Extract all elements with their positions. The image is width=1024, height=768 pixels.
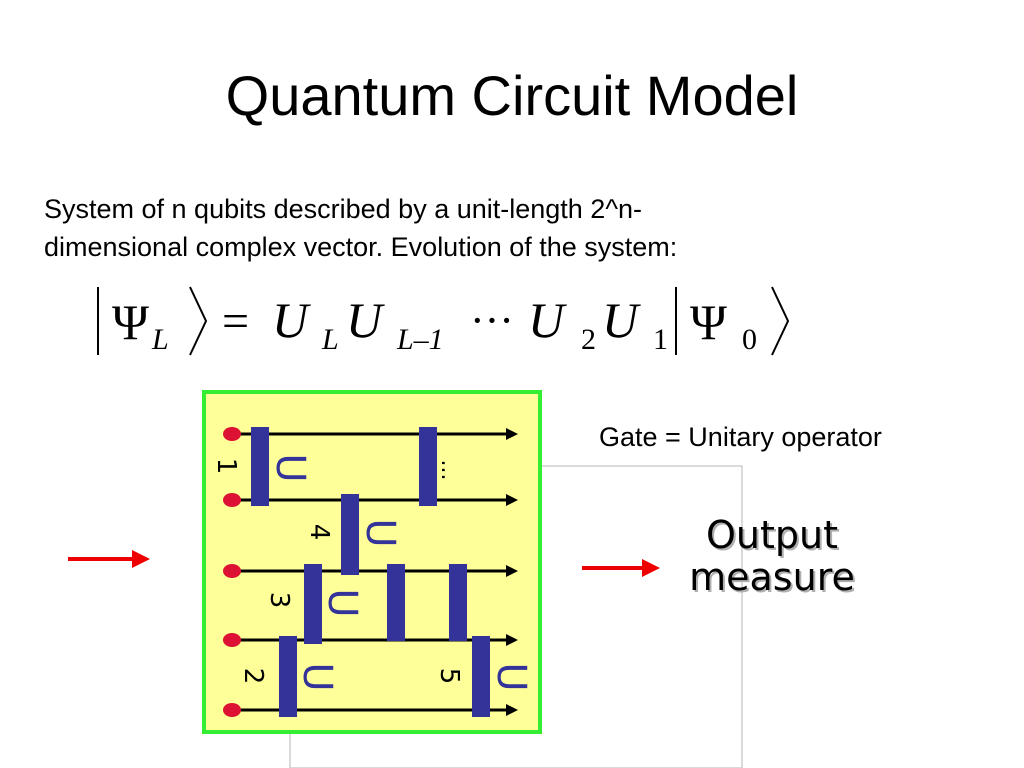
wire-arrowhead-icon: [506, 704, 518, 716]
qubit-dot: [223, 633, 241, 647]
wire-arrowhead-icon: [506, 634, 518, 646]
wire-arrowhead-icon: [506, 494, 518, 506]
gate-symbol-u3: U: [319, 588, 365, 617]
qubit-dot: [223, 703, 241, 717]
psi-0-symbol: Ψ: [690, 294, 727, 350]
continuation-mark: ...: [436, 460, 461, 481]
qubit-dot: [223, 493, 241, 507]
ket-angle-right: [771, 286, 790, 356]
ket-angle-left: [189, 286, 208, 356]
gate-symbol-u2: U: [294, 662, 340, 691]
operator-symbol: U: [346, 292, 385, 348]
gate-symbol-u5: U: [488, 662, 534, 691]
gate-u2: [279, 636, 297, 717]
psi-l-subscript: L: [151, 323, 169, 356]
gate-extra-b: [449, 564, 467, 641]
operator-symbol: U: [528, 292, 567, 348]
wire-arrowhead-icon: [506, 428, 518, 440]
ellipsis: ···: [470, 296, 514, 345]
operator-subscript: L–1: [396, 323, 444, 356]
output-measure-label: Output measure: [672, 514, 872, 598]
gate-number-2: 2: [238, 668, 268, 685]
gate-u5: [472, 636, 490, 717]
wire-arrowhead-icon: [506, 565, 518, 577]
psi-l-symbol: Ψ: [112, 294, 149, 350]
operator-symbol: U: [602, 292, 641, 348]
slide-title: Quantum Circuit Model: [225, 64, 799, 127]
operator-subscript: 1: [653, 323, 668, 356]
gate-definition-label: Gate = Unitary operator: [599, 422, 882, 452]
body-line-1: System of n qubits described by a unit-l…: [44, 194, 642, 224]
gate-number-1: 1: [211, 458, 241, 475]
input-arrowhead-icon: [132, 550, 150, 568]
operator-symbol: U: [272, 292, 311, 348]
quantum-circuit-diagram: 1 U ... 4 U 3 U 2 U 5 U: [68, 390, 743, 768]
gate-extra-a: [387, 564, 405, 641]
qubit-dot: [223, 427, 241, 441]
body-text: System of n qubits described by a unit-l…: [44, 190, 864, 266]
gate-symbol-u1: U: [267, 453, 313, 482]
gate-symbol-u4: U: [357, 518, 403, 547]
gate-u4: [341, 494, 359, 575]
psi-0-subscript: 0: [742, 323, 757, 356]
output-label-line-1: Output: [706, 513, 838, 557]
output-label-line-2: measure: [689, 555, 855, 599]
gate-number-3: 3: [264, 592, 294, 609]
operator-subscript: 2: [581, 323, 596, 356]
qubit-dot: [223, 564, 241, 578]
gate-number-4: 4: [304, 524, 334, 541]
evolution-formula: Ψ L = U L U L–1 ··· U 2 U 1 Ψ 0: [97, 286, 790, 356]
output-arrowhead-icon: [642, 559, 660, 577]
gate-continuation: [419, 427, 437, 506]
operator-subscript: L: [321, 323, 339, 356]
gate-u3: [304, 564, 322, 644]
equals-sign: =: [222, 295, 249, 348]
gate-u1: [251, 427, 269, 506]
body-line-2: dimensional complex vector. Evolution of…: [44, 232, 678, 262]
gate-number-5: 5: [434, 668, 464, 685]
